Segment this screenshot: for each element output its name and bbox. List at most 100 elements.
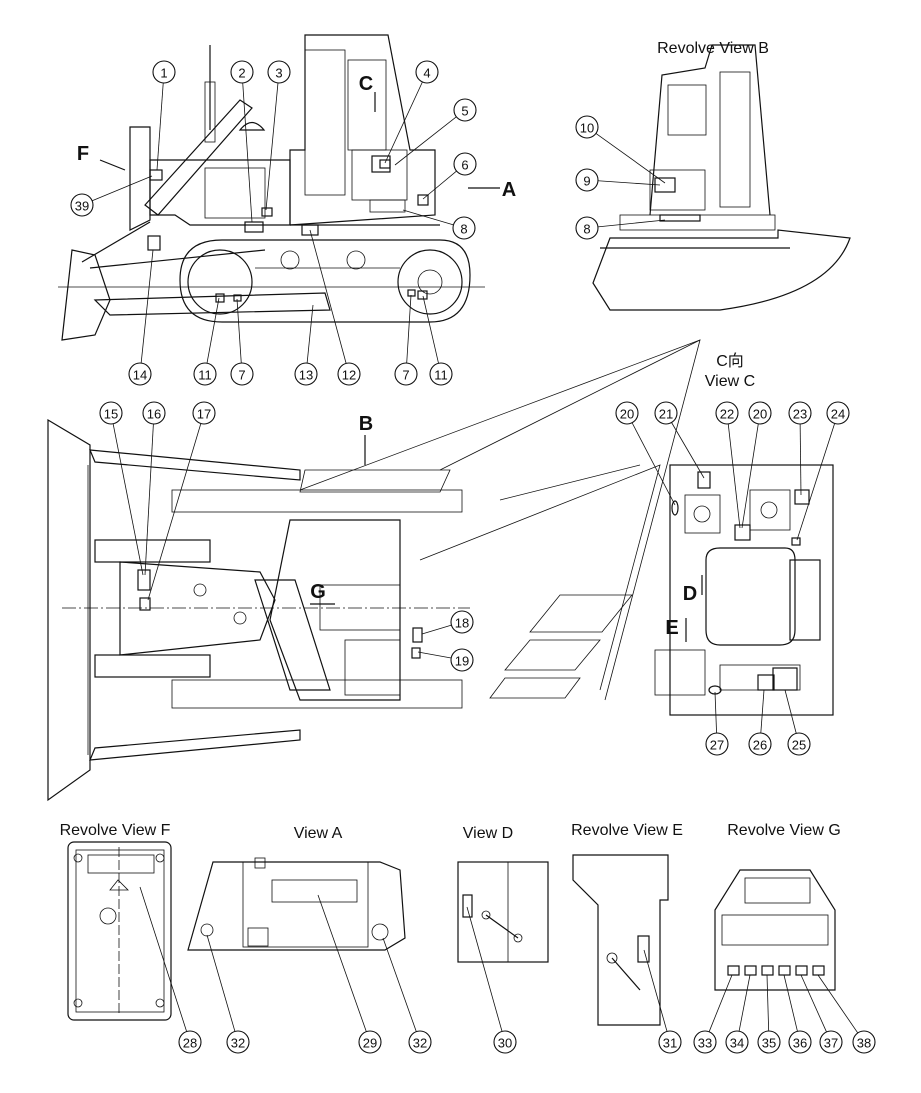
callout-4: 4 — [384, 60, 439, 164]
callout-29: 29 — [317, 894, 382, 1054]
callout-circle — [70, 193, 94, 217]
callout-7: 7 — [394, 294, 418, 386]
view-c-drawing — [654, 464, 834, 716]
callout-number: 7 — [402, 368, 409, 383]
callout-circle — [725, 1030, 749, 1054]
callout-38: 38 — [817, 974, 876, 1054]
callout-number: 10 — [580, 121, 594, 136]
direction-letter-b: B — [359, 413, 373, 435]
callout-circle — [453, 152, 477, 176]
callout-number: 28 — [183, 1036, 197, 1051]
callout-20: 20 — [615, 401, 676, 506]
callout-26: 26 — [748, 689, 772, 756]
callout-circle — [788, 401, 812, 425]
callout-leader-line — [306, 304, 314, 364]
direction-letter-g: G — [310, 581, 326, 603]
revolve-view-g-title: Revolve View G — [727, 822, 841, 839]
callout-leader-line — [727, 423, 741, 529]
callout-circle — [230, 362, 254, 386]
callout-32: 32 — [382, 937, 432, 1054]
callout-number: 24 — [831, 407, 845, 422]
callout-number: 9 — [583, 174, 590, 189]
callout-leader-line — [643, 949, 668, 1032]
revolve-view-f-title: Revolve View F — [60, 822, 171, 839]
callout-32: 32 — [206, 934, 250, 1054]
callout-circle — [615, 401, 639, 425]
callout-circle — [575, 216, 599, 240]
callout-leader-line — [595, 133, 666, 184]
callout-leader-line — [783, 974, 798, 1032]
callout-leader-line — [309, 229, 347, 364]
callout-circle — [193, 362, 217, 386]
callout-number: 37 — [824, 1036, 838, 1051]
direction-letter-d: D — [683, 583, 697, 605]
callout-20: 20 — [741, 401, 772, 529]
callout-1: 1 — [152, 60, 176, 171]
callout-circle — [358, 1030, 382, 1054]
callout-13: 13 — [294, 304, 318, 386]
callout-27: 27 — [705, 691, 729, 756]
callout-leader-line — [402, 209, 454, 226]
callout-number: 36 — [793, 1036, 807, 1051]
callout-number: 26 — [753, 738, 767, 753]
callout-circle — [748, 401, 772, 425]
callout-leader-line — [422, 295, 439, 364]
callout-10: 10 — [575, 115, 666, 184]
callout-leader-line — [206, 934, 236, 1032]
callout-number: 16 — [147, 407, 161, 422]
callout-circle — [394, 362, 418, 386]
callout-circle — [226, 1030, 250, 1054]
callout-leader-line — [206, 297, 220, 364]
top-view-drawing — [47, 339, 701, 802]
callout-number: 18 — [455, 616, 469, 631]
callout-number: 8 — [460, 222, 467, 237]
callout-number: 5 — [461, 104, 468, 119]
callout-number: 19 — [455, 654, 469, 669]
callout-37: 37 — [800, 974, 843, 1054]
callout-number: 31 — [663, 1036, 677, 1051]
callout-6: 6 — [422, 152, 477, 200]
callout-leader-line — [394, 116, 457, 166]
callout-circle — [693, 1030, 717, 1054]
callout-34: 34 — [725, 974, 751, 1054]
callout-leader-line — [140, 249, 154, 364]
callout-circle — [575, 115, 599, 139]
view-a-title: View A — [294, 825, 343, 842]
callout-39: 39 — [70, 175, 153, 217]
callout-circle — [654, 401, 678, 425]
callout-circle — [152, 60, 176, 84]
callout-number: 4 — [423, 66, 430, 81]
callout-number: 13 — [299, 368, 313, 383]
revolve-view-b-drawing — [592, 44, 851, 311]
callout-leader-line — [112, 423, 144, 576]
callout-8: 8 — [575, 216, 666, 240]
callout-9: 9 — [575, 168, 661, 192]
callout-number: 21 — [659, 407, 673, 422]
callout-33: 33 — [693, 974, 733, 1054]
callout-24: 24 — [796, 401, 850, 541]
callout-circle — [429, 362, 453, 386]
callout-leader-line — [714, 691, 717, 734]
view-d-drawing — [457, 861, 549, 963]
callout-36: 36 — [783, 974, 812, 1054]
revolve-view-e-title: Revolve View E — [571, 822, 683, 839]
callout-number: 22 — [720, 407, 734, 422]
callout-number: 20 — [753, 407, 767, 422]
callout-31: 31 — [643, 949, 682, 1054]
callout-number: 14 — [133, 368, 147, 383]
callout-leader-line — [760, 689, 765, 734]
callout-number: 7 — [238, 368, 245, 383]
callout-leader-line — [92, 175, 153, 202]
callout-leader-line — [384, 81, 423, 164]
callout-circle — [142, 401, 166, 425]
callout-leader-line — [671, 422, 705, 479]
direction-letter-c: C — [359, 73, 373, 95]
callout-number: 33 — [698, 1036, 712, 1051]
callout-12: 12 — [309, 229, 361, 386]
callout-8: 8 — [402, 209, 476, 240]
callout-2: 2 — [230, 60, 254, 223]
callout-leader-line — [799, 423, 802, 496]
callout-leader-line — [817, 974, 859, 1034]
callout-7: 7 — [230, 298, 254, 386]
